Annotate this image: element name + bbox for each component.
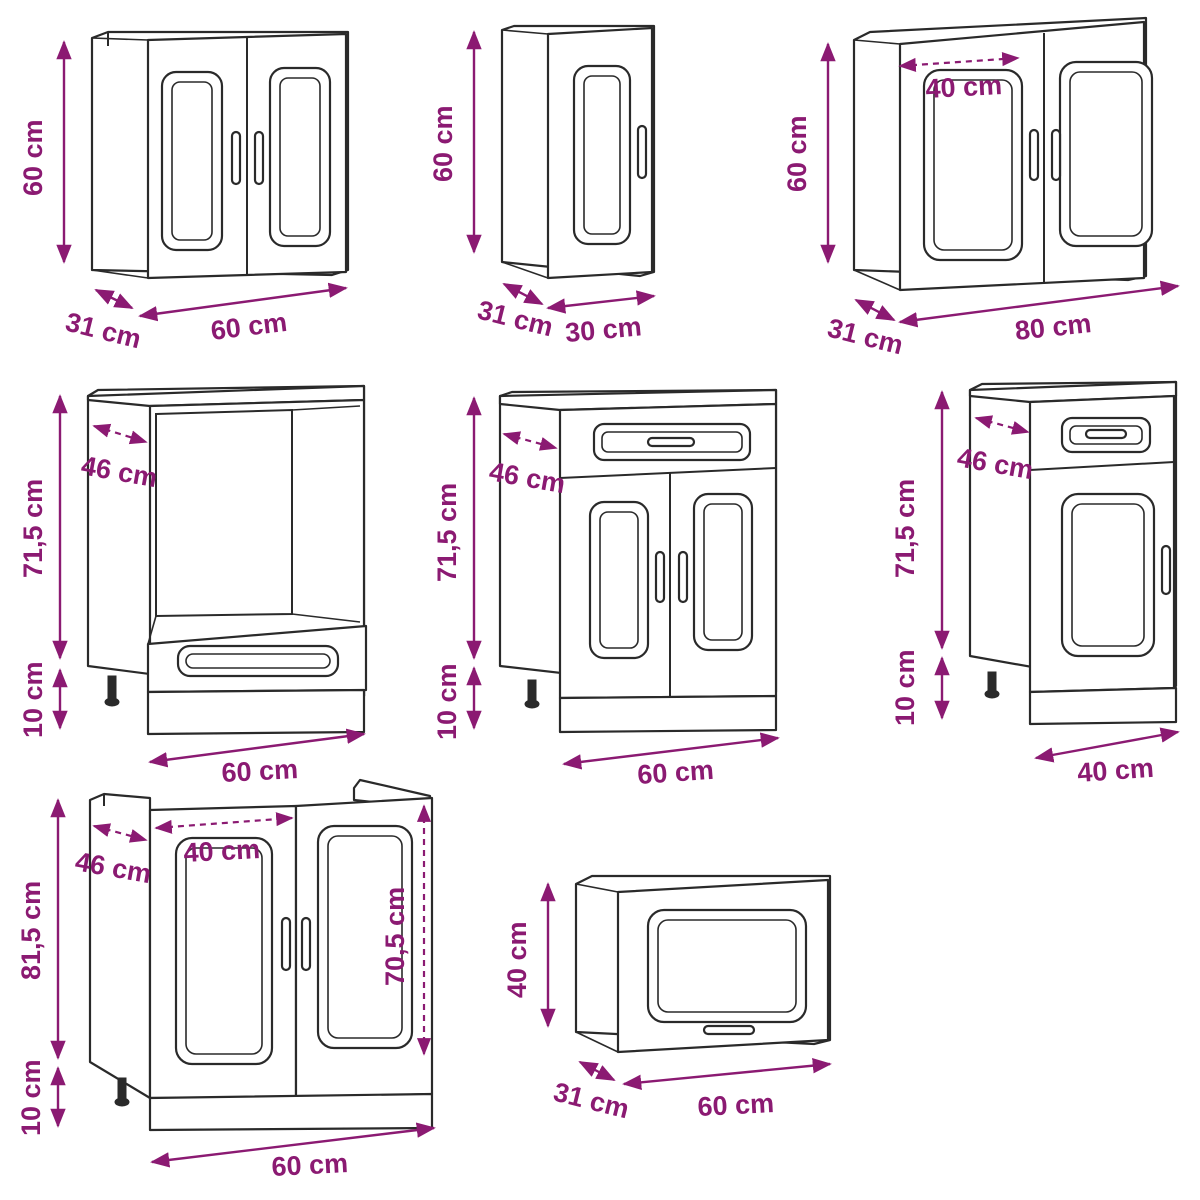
height-label: 40 cm bbox=[502, 921, 532, 998]
drawer-base-cabinet-60: 46 cm 71,5 cm 10 cm 60 cm bbox=[432, 388, 780, 790]
depth-label: 31 cm bbox=[63, 307, 145, 355]
depth-dimension-line bbox=[502, 282, 544, 306]
door-panel bbox=[160, 70, 224, 252]
height-label: 71,5 cm bbox=[18, 479, 48, 578]
door-width-label: 40 cm bbox=[925, 70, 1003, 104]
handle bbox=[1028, 128, 1040, 182]
wall-cabinet-2-doors-80: 40 cm 60 cm 31 cm 80 cm bbox=[782, 16, 1180, 360]
legs-label: 10 cm bbox=[890, 649, 920, 726]
width-dimension-line bbox=[562, 732, 780, 770]
flap-door-panel bbox=[646, 908, 808, 1024]
handle bbox=[1050, 128, 1062, 182]
handle bbox=[677, 550, 689, 604]
depth-label: 31 cm bbox=[551, 1077, 633, 1125]
width-dimension-line bbox=[148, 728, 366, 768]
width-dimension-line bbox=[622, 1058, 832, 1090]
height-label: 60 cm bbox=[18, 119, 48, 196]
handle bbox=[253, 130, 265, 186]
handle bbox=[1160, 544, 1172, 596]
door-panel bbox=[588, 500, 650, 660]
cabinet-body bbox=[86, 384, 368, 702]
width-label: 60 cm bbox=[221, 754, 299, 788]
width-dimension-line bbox=[138, 282, 348, 322]
handle bbox=[702, 1024, 756, 1036]
legs-label: 10 cm bbox=[432, 663, 462, 740]
handle bbox=[654, 550, 666, 604]
width-label: 30 cm bbox=[564, 311, 643, 348]
depth-dimension-line bbox=[578, 1060, 616, 1082]
leg bbox=[984, 671, 1000, 699]
drawer-front bbox=[176, 644, 340, 678]
plinth bbox=[146, 688, 366, 736]
door-panel bbox=[692, 492, 754, 652]
plinth bbox=[558, 694, 778, 734]
plinth bbox=[1028, 686, 1178, 726]
door-panel bbox=[174, 836, 274, 1066]
height-label: 60 cm bbox=[428, 105, 458, 182]
drawer-front bbox=[1060, 416, 1152, 454]
door-width-dimension-line bbox=[898, 52, 1020, 72]
wall-cabinet-1-door-30: 60 cm 31 cm 30 cm bbox=[428, 24, 656, 348]
inner-height-label: 70,5 cm bbox=[380, 887, 410, 986]
depth-dimension-line bbox=[92, 423, 148, 445]
depth-dimension-line bbox=[502, 431, 558, 451]
depth-dimension-line bbox=[854, 298, 896, 322]
door-panel bbox=[316, 824, 414, 1050]
width-dimension-line bbox=[546, 290, 656, 314]
height-label: 60 cm bbox=[782, 115, 812, 192]
width-label: 60 cm bbox=[697, 1088, 775, 1122]
drawer-base-cabinet-40: 46 cm 71,5 cm 10 cm 40 cm bbox=[890, 380, 1180, 788]
width-label: 60 cm bbox=[271, 1148, 349, 1182]
door-panel bbox=[268, 66, 332, 248]
height-label: 71,5 cm bbox=[432, 483, 462, 582]
width-label: 60 cm bbox=[636, 755, 714, 790]
width-dimension-line bbox=[898, 280, 1180, 328]
door-width-dimension-line bbox=[154, 812, 294, 834]
door-panel bbox=[572, 64, 632, 246]
leg bbox=[524, 679, 540, 709]
sink-base-cabinet-60: 46 cm 40 cm 81,5 cm 70,5 cm 10 cm 60 cm bbox=[16, 778, 436, 1182]
leg bbox=[114, 1077, 130, 1107]
height-label: 81,5 cm bbox=[16, 881, 46, 980]
depth-label: 31 cm bbox=[475, 295, 557, 343]
oven-base-cabinet-60: 46 cm 71,5 cm 10 cm 60 cm bbox=[18, 384, 368, 788]
handle bbox=[636, 124, 648, 180]
depth-dimension-line bbox=[92, 823, 148, 843]
height-label: 71,5 cm bbox=[890, 479, 920, 578]
legs-label: 10 cm bbox=[18, 661, 48, 738]
handle bbox=[280, 916, 292, 972]
width-label: 60 cm bbox=[209, 307, 289, 346]
width-dimension-line bbox=[1034, 727, 1180, 763]
door-panel bbox=[1060, 492, 1156, 658]
wall-cabinet-2-doors-60: 60 cm 31 cm 60 cm bbox=[18, 30, 350, 355]
leg bbox=[104, 675, 120, 707]
plinth bbox=[148, 1092, 434, 1132]
door-panel bbox=[922, 68, 1024, 262]
door-width-label: 40 cm bbox=[183, 834, 261, 868]
drawer-front bbox=[592, 422, 752, 462]
width-label: 80 cm bbox=[1013, 308, 1092, 346]
width-dimension-line bbox=[150, 1122, 436, 1168]
legs-label: 10 cm bbox=[16, 1059, 46, 1136]
wall-cabinet-flap-60: 40 cm 31 cm 60 cm bbox=[502, 874, 832, 1125]
depth-dimension-line bbox=[974, 415, 1030, 435]
width-label: 40 cm bbox=[1076, 753, 1154, 788]
door-panel bbox=[1058, 60, 1154, 248]
handle bbox=[230, 130, 242, 186]
depth-dimension-line bbox=[94, 288, 134, 310]
handle bbox=[300, 916, 312, 972]
